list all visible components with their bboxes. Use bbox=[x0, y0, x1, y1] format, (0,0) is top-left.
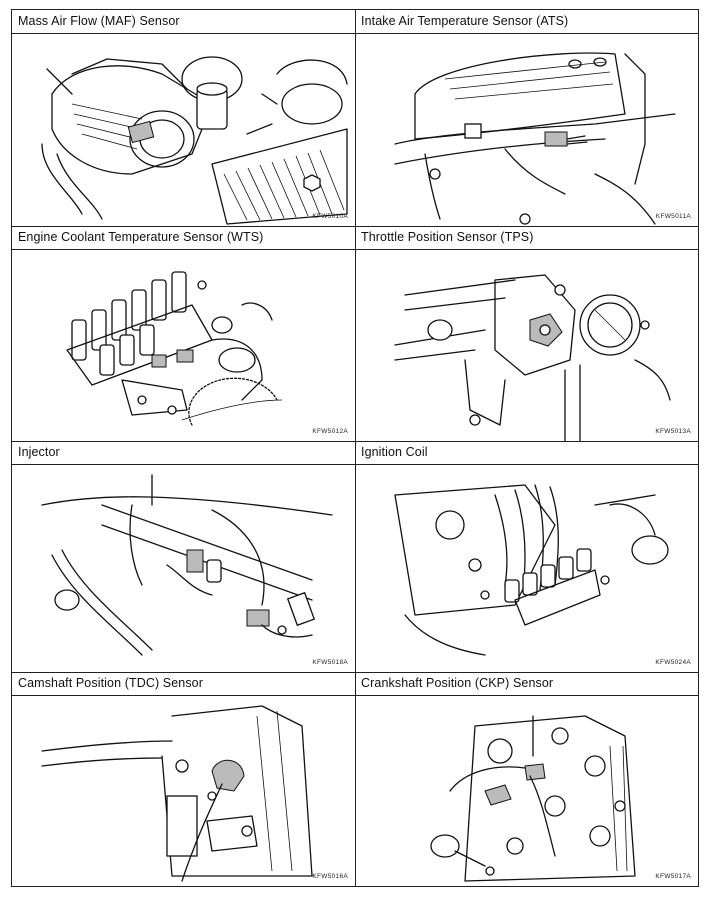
panel-ats-sensor: Intake Air Temperature Sensor (ATS) KFW5… bbox=[355, 10, 698, 226]
panel-title: Injector bbox=[18, 445, 60, 459]
panel-title: Camshaft Position (TDC) Sensor bbox=[18, 676, 204, 690]
ats-sensor-illustration bbox=[394, 52, 676, 225]
panel-title: Mass Air Flow (MAF) Sensor bbox=[18, 14, 180, 28]
panel-title: Ignition Coil bbox=[361, 445, 428, 459]
panel-title: Intake Air Temperature Sensor (ATS) bbox=[361, 14, 569, 28]
tdc-sensor-illustration bbox=[41, 705, 313, 882]
panel-injector: Injector KFW5018A bbox=[12, 441, 355, 672]
ignition-coil-illustration bbox=[394, 484, 669, 656]
panel-title-bar: Ignition Coil bbox=[355, 441, 698, 465]
figure-code: KFW5010A bbox=[312, 213, 348, 220]
tps-sensor-illustration bbox=[394, 274, 671, 441]
row-divider bbox=[12, 441, 698, 442]
panel-title: Throttle Position Sensor (TPS) bbox=[361, 230, 534, 244]
row-divider bbox=[12, 672, 698, 673]
panel-ckp-sensor: Crankshaft Position (CKP) Sensor KFW5017… bbox=[355, 672, 698, 886]
panel-ignition-coil: Ignition Coil KFW5024A bbox=[355, 441, 698, 672]
figure-code: KFW5011A bbox=[655, 213, 691, 220]
maf-sensor-illustration bbox=[41, 56, 348, 225]
panel-title-bar: Crankshaft Position (CKP) Sensor bbox=[355, 672, 698, 696]
panel-title-bar: Camshaft Position (TDC) Sensor bbox=[12, 672, 355, 696]
figure-code: KFW5016A bbox=[312, 873, 348, 880]
figure-code: KFW5012A bbox=[312, 428, 348, 435]
wts-sensor-illustration bbox=[66, 271, 283, 426]
figure-code: KFW5018A bbox=[312, 659, 348, 666]
column-divider bbox=[355, 10, 356, 886]
panel-title-bar: Mass Air Flow (MAF) Sensor bbox=[12, 10, 355, 34]
panel-title-bar: Throttle Position Sensor (TPS) bbox=[355, 226, 698, 250]
panel-wts-sensor: Engine Coolant Temperature Sensor (WTS) bbox=[12, 226, 355, 441]
row-divider bbox=[12, 226, 698, 227]
panel-maf-sensor: Mass Air Flow (MAF) Sensor KFW5010A bbox=[12, 10, 355, 226]
panel-title-bar: Intake Air Temperature Sensor (ATS) bbox=[355, 10, 698, 34]
panel-tps-sensor: Throttle Position Sensor (TPS) KFW5013A bbox=[355, 226, 698, 441]
panel-title: Engine Coolant Temperature Sensor (WTS) bbox=[18, 230, 264, 244]
figure-code: KFW5024A bbox=[655, 659, 691, 666]
panel-title-bar: Injector bbox=[12, 441, 355, 465]
injector-illustration bbox=[41, 474, 333, 656]
ckp-sensor-illustration bbox=[430, 715, 636, 882]
figure-code: KFW5017A bbox=[655, 873, 691, 880]
component-location-sheet: Mass Air Flow (MAF) Sensor KFW5010A Inta… bbox=[11, 9, 699, 887]
panel-title-bar: Engine Coolant Temperature Sensor (WTS) bbox=[12, 226, 355, 250]
figure-code: KFW5013A bbox=[655, 428, 691, 435]
panel-tdc-sensor: Camshaft Position (TDC) Sensor KFW5016A bbox=[12, 672, 355, 886]
panel-title: Crankshaft Position (CKP) Sensor bbox=[361, 676, 554, 690]
